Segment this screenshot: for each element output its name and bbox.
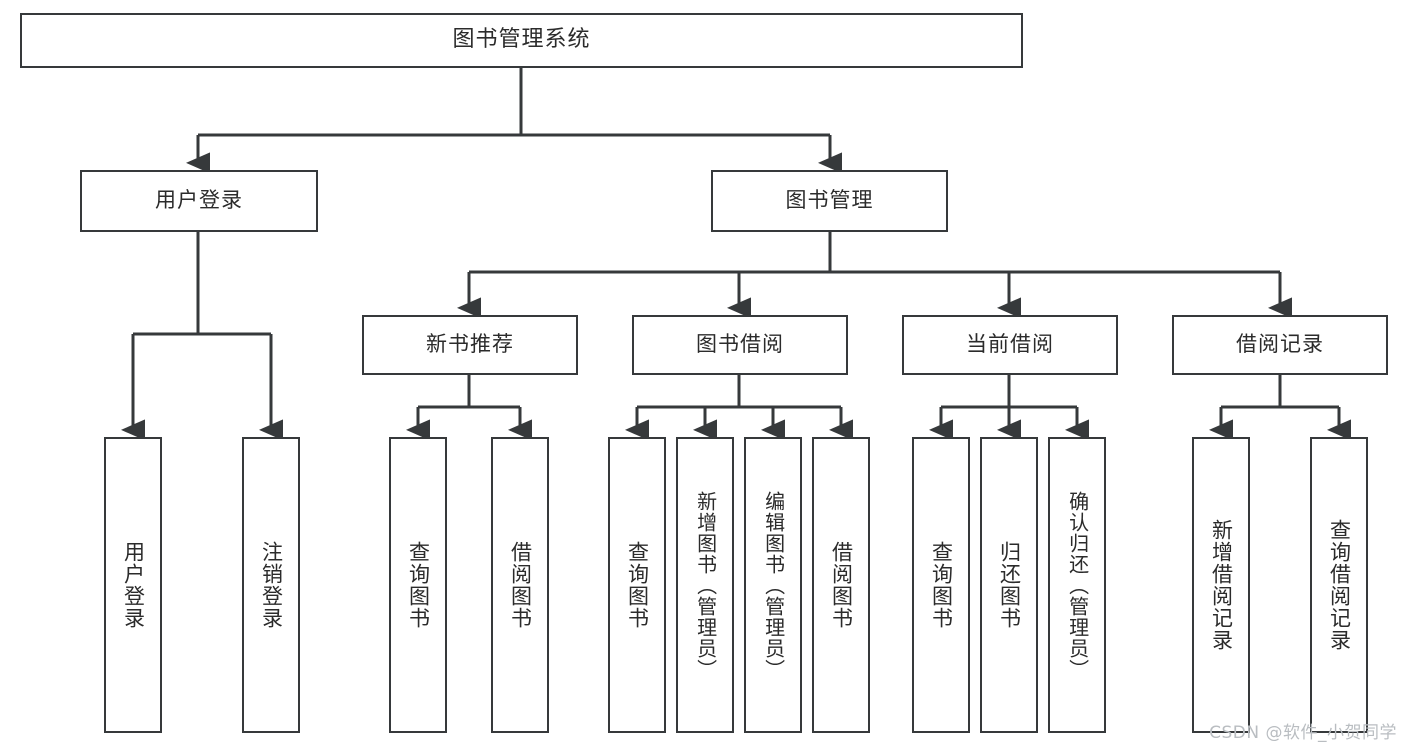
leaf-borrow-book-rec-label: 借阅图书 (508, 541, 533, 629)
node-root[interactable]: 图书管理系统 (20, 13, 1023, 68)
leaf-edit-book-admin[interactable]: 编辑图书（管理员） (744, 437, 802, 733)
leaf-add-book-admin-label: 新增图书（管理员） (693, 490, 718, 680)
node-book-borrow[interactable]: 图书借阅 (632, 315, 848, 375)
node-user-login-label: 用户登录 (155, 188, 243, 213)
leaf-confirm-return-admin[interactable]: 确认归还（管理员） (1048, 437, 1106, 733)
leaf-logout-label: 注销登录 (259, 541, 284, 629)
leaf-query-borrow-record-label: 查询借阅记录 (1327, 519, 1352, 651)
watermark: CSDN @软件_小贺同学 (1209, 723, 1397, 743)
leaf-query-book-rec[interactable]: 查询图书 (389, 437, 447, 733)
leaf-user-login[interactable]: 用户登录 (104, 437, 162, 733)
leaf-borrow-book-label: 借阅图书 (829, 541, 854, 629)
leaf-query-book-borrow-label: 查询图书 (625, 541, 650, 629)
node-user-login[interactable]: 用户登录 (80, 170, 318, 232)
leaf-add-borrow-record-label: 新增借阅记录 (1209, 519, 1234, 651)
leaf-borrow-book-rec[interactable]: 借阅图书 (491, 437, 549, 733)
leaf-query-borrow-record[interactable]: 查询借阅记录 (1310, 437, 1368, 733)
leaf-query-book-current[interactable]: 查询图书 (912, 437, 970, 733)
leaf-query-book-borrow[interactable]: 查询图书 (608, 437, 666, 733)
node-book-borrow-label: 图书借阅 (696, 332, 784, 357)
leaf-add-book-admin[interactable]: 新增图书（管理员） (676, 437, 734, 733)
node-current-borrow[interactable]: 当前借阅 (902, 315, 1118, 375)
leaf-borrow-book[interactable]: 借阅图书 (812, 437, 870, 733)
leaf-query-book-rec-label: 查询图书 (406, 541, 431, 629)
leaf-query-book-current-label: 查询图书 (929, 541, 954, 629)
leaf-return-book-label: 归还图书 (997, 541, 1022, 629)
leaf-confirm-return-admin-label: 确认归还（管理员） (1065, 490, 1090, 680)
leaf-add-borrow-record[interactable]: 新增借阅记录 (1192, 437, 1250, 733)
node-book-manage-label: 图书管理 (785, 188, 874, 213)
leaf-user-login-label: 用户登录 (121, 541, 146, 629)
node-new-book-rec[interactable]: 新书推荐 (362, 315, 578, 375)
node-book-manage[interactable]: 图书管理 (711, 170, 948, 232)
node-root-label: 图书管理系统 (452, 27, 591, 53)
node-new-book-rec-label: 新书推荐 (426, 332, 514, 357)
leaf-edit-book-admin-label: 编辑图书（管理员） (761, 490, 786, 680)
node-borrow-record-label: 借阅记录 (1236, 332, 1324, 357)
node-borrow-record[interactable]: 借阅记录 (1172, 315, 1388, 375)
node-current-borrow-label: 当前借阅 (966, 332, 1054, 357)
leaf-return-book[interactable]: 归还图书 (980, 437, 1038, 733)
leaf-logout[interactable]: 注销登录 (242, 437, 300, 733)
